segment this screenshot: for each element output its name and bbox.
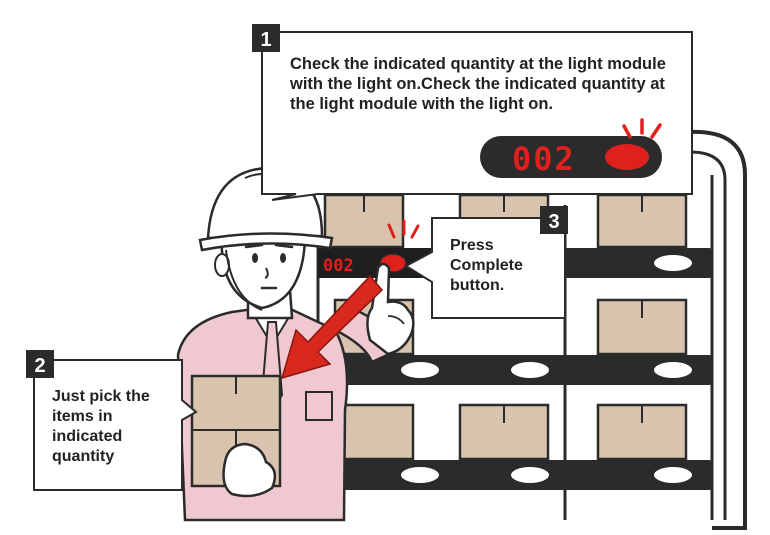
large-module-display: 002 xyxy=(512,140,576,178)
large-light-module: 002 xyxy=(480,118,662,178)
large-module-light xyxy=(605,144,649,170)
callout-1: 1 002 xyxy=(252,24,693,201)
box-tape-marks xyxy=(363,195,643,423)
callout-2: 2 xyxy=(26,350,198,491)
step-1-number: 1 xyxy=(260,29,271,51)
step-1-text: Check the indicated quantity at the ligh… xyxy=(290,55,666,113)
shelf-light-rays xyxy=(387,219,420,239)
held-box xyxy=(190,374,282,498)
pick-direction-arrow xyxy=(280,274,384,380)
shelf-module-display: 002 xyxy=(323,256,354,276)
step-1-badge xyxy=(252,24,280,52)
step-2-number: 2 xyxy=(34,355,45,377)
step-2-text: Just pick the items in indicated quantit… xyxy=(52,388,150,465)
step-2-badge xyxy=(26,350,54,378)
step-3-number: 3 xyxy=(548,211,559,233)
step-3-badge xyxy=(540,206,568,234)
callout-3: 3 xyxy=(403,206,568,319)
step-3-text: Press Complete button. xyxy=(450,237,523,294)
light-modules xyxy=(399,253,694,485)
large-light-rays xyxy=(622,118,662,139)
